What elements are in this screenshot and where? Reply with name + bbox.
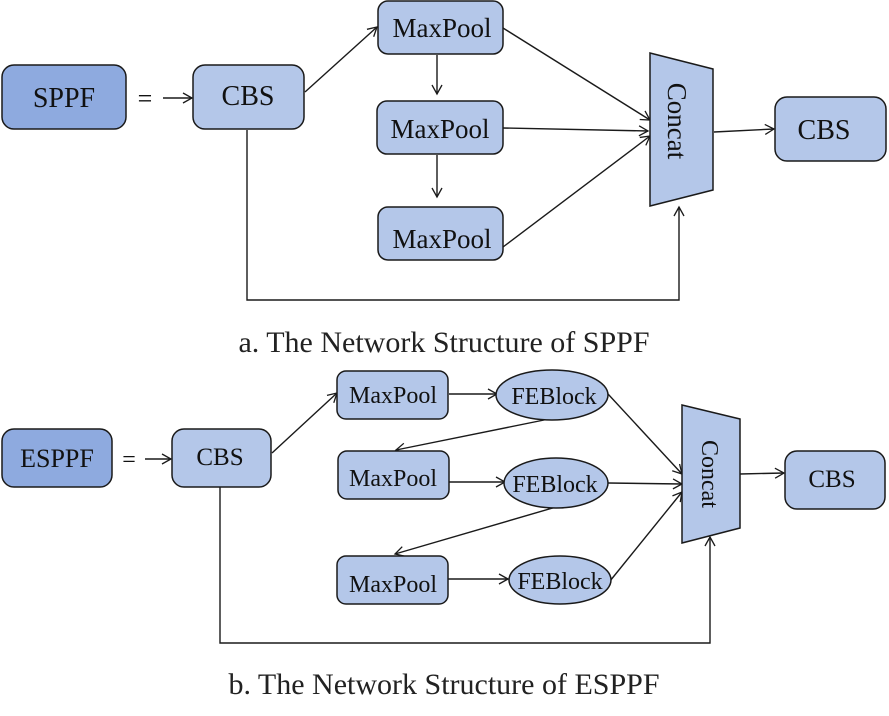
edge-concat-to-cbs-out-b <box>739 467 786 479</box>
feblock-label-2: FEBlock <box>512 472 597 498</box>
maxpool-node-b-1: MaxPool <box>336 370 449 420</box>
maxpool-node-b-2: MaxPool <box>337 450 450 500</box>
feblock-label-3: FEBlock <box>517 569 602 595</box>
maxpool-label-a-3: MaxPool <box>392 224 491 254</box>
equals-sign-b: = <box>122 447 136 473</box>
maxpool-node-a-1: MaxPool <box>377 0 504 55</box>
feblock-node-2: FEBlock <box>503 457 609 509</box>
feblock-label-1: FEBlock <box>511 384 596 410</box>
maxpool-node-a-3: MaxPool <box>377 206 504 261</box>
caption-a: a. The Network Structure of SPPF <box>238 326 649 359</box>
caption-b: b. The Network Structure of ESPPF <box>228 668 659 701</box>
cbs-input-label-b: CBS <box>196 444 243 471</box>
maxpool-label-b-3: MaxPool <box>349 572 437 598</box>
cbs-output-label-b: CBS <box>808 466 855 493</box>
feblock-node-1: FEBlock <box>495 369 609 421</box>
edge-cbs-to-pool1-b <box>271 392 338 454</box>
maxpool-node-b-3: MaxPool <box>336 555 449 605</box>
panel-a-edges <box>163 26 776 301</box>
edge-fe1-to-pool2 <box>394 418 550 454</box>
edge-fe3-to-concat <box>609 490 683 582</box>
maxpool-label-b-2: MaxPool <box>349 466 437 492</box>
concat-label-a: Concat <box>662 83 692 160</box>
concat-node-b: Concat <box>681 404 741 544</box>
edge-fe2-to-pool3 <box>393 506 557 557</box>
maxpool-label-b-1: MaxPool <box>349 383 437 409</box>
edge-pool1-to-concat <box>502 27 652 121</box>
edge-fe1-to-concat <box>607 393 683 475</box>
cbs-output-label-a: CBS <box>798 115 851 146</box>
edge-cbs-skip-to-concat <box>246 130 685 301</box>
concat-node-a: Concat <box>649 52 714 207</box>
maxpool-label-a-2: MaxPool <box>390 114 489 144</box>
panel-b-esppf: ESPPF = CBS MaxPool MaxPool MaxPool FEBl… <box>1 369 886 701</box>
cbs-input-node-b: CBS <box>171 428 272 488</box>
cbs-output-node-b: CBS <box>784 450 886 510</box>
sppf-module-label: SPPF <box>33 83 95 114</box>
cbs-input-label-a: CBS <box>222 81 275 112</box>
panel-a-sppf: SPPF = CBS MaxPool MaxPool MaxPool Conca… <box>1 0 887 359</box>
edge-cbs-skip-to-concat-b <box>219 487 716 644</box>
maxpool-node-a-2: MaxPool <box>376 100 504 155</box>
esppf-module-node: ESPPF <box>1 428 113 488</box>
edge-pool3-to-concat <box>502 135 652 248</box>
edge-concat-to-cbs-out <box>713 123 776 135</box>
cbs-input-node-a: CBS <box>192 64 305 130</box>
feblock-node-3: FEBlock <box>508 555 612 605</box>
cbs-output-node-a: CBS <box>774 96 887 162</box>
sppf-module-node: SPPF <box>1 64 127 130</box>
maxpool-label-a-1: MaxPool <box>392 13 491 43</box>
equals-sign-a: = <box>138 84 153 113</box>
edge-fe2-to-concat <box>607 478 684 490</box>
edge-pool2-to-concat <box>502 125 650 137</box>
concat-label-b: Concat <box>696 440 722 508</box>
esppf-module-label: ESPPF <box>20 444 94 473</box>
edge-cbs-to-pool1 <box>304 26 378 93</box>
panel-b-edges <box>145 388 786 644</box>
